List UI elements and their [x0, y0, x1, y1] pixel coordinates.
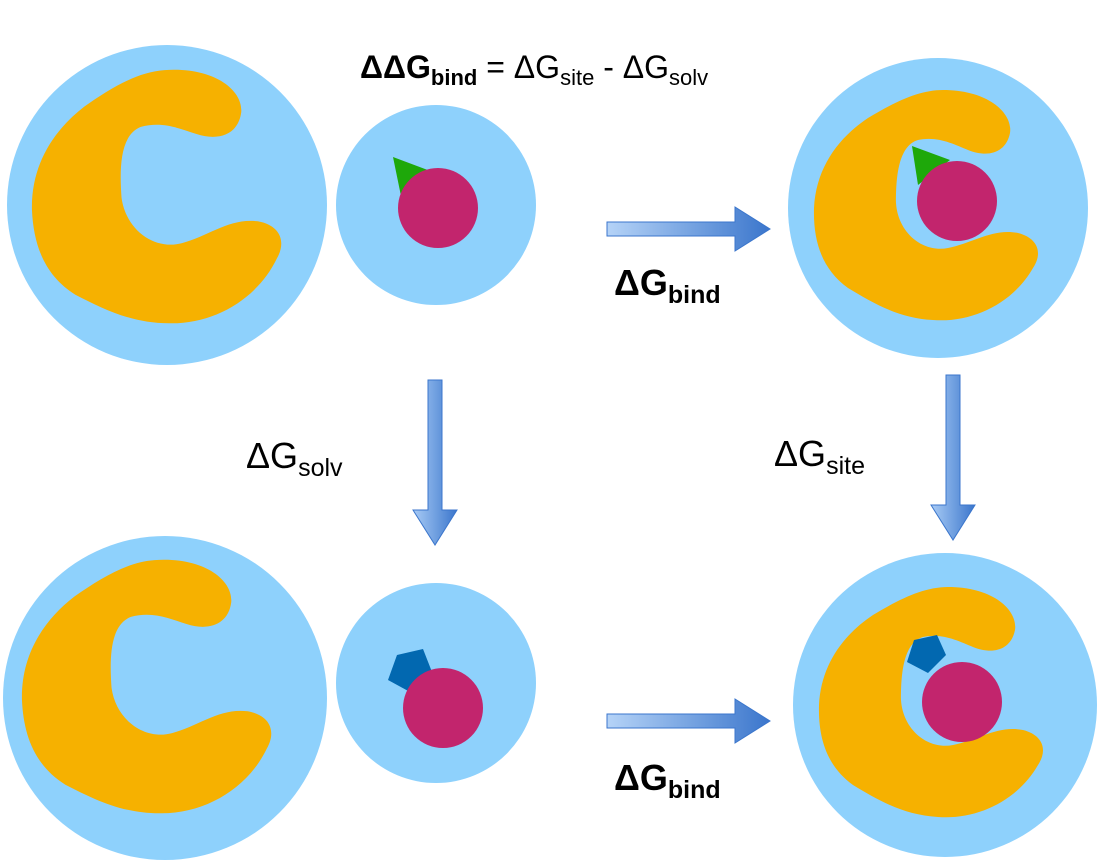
- triangle-group: [393, 157, 433, 196]
- ligand-core: [398, 168, 478, 248]
- arrow-right-down: [930, 374, 976, 541]
- label-dg-solv: ΔGsolv: [246, 435, 343, 482]
- free-ligand-a: [336, 105, 536, 305]
- complex-a: [788, 58, 1088, 358]
- label-dg-site: ΔGsite: [774, 433, 865, 480]
- triangle-group: [912, 146, 950, 185]
- complex-b: [793, 553, 1097, 857]
- free-protein-bottom: [3, 536, 327, 860]
- ligand-core: [403, 668, 483, 748]
- label-dg-bind-top: ΔGbind: [614, 262, 721, 309]
- arrow-bottom-right: [606, 698, 771, 744]
- ddg-equation: ΔΔGbind = ΔGsite - ΔGsolv: [360, 49, 708, 90]
- free-protein-top: [7, 45, 327, 365]
- ligand-core: [917, 161, 997, 241]
- arrow-top-right: [606, 206, 771, 252]
- label-dg-bind-bottom: ΔGbind: [614, 757, 721, 804]
- arrow-left-down: [412, 379, 458, 546]
- ligand-core: [922, 662, 1002, 742]
- pentagon-group: [907, 635, 946, 673]
- free-ligand-b: [336, 583, 536, 783]
